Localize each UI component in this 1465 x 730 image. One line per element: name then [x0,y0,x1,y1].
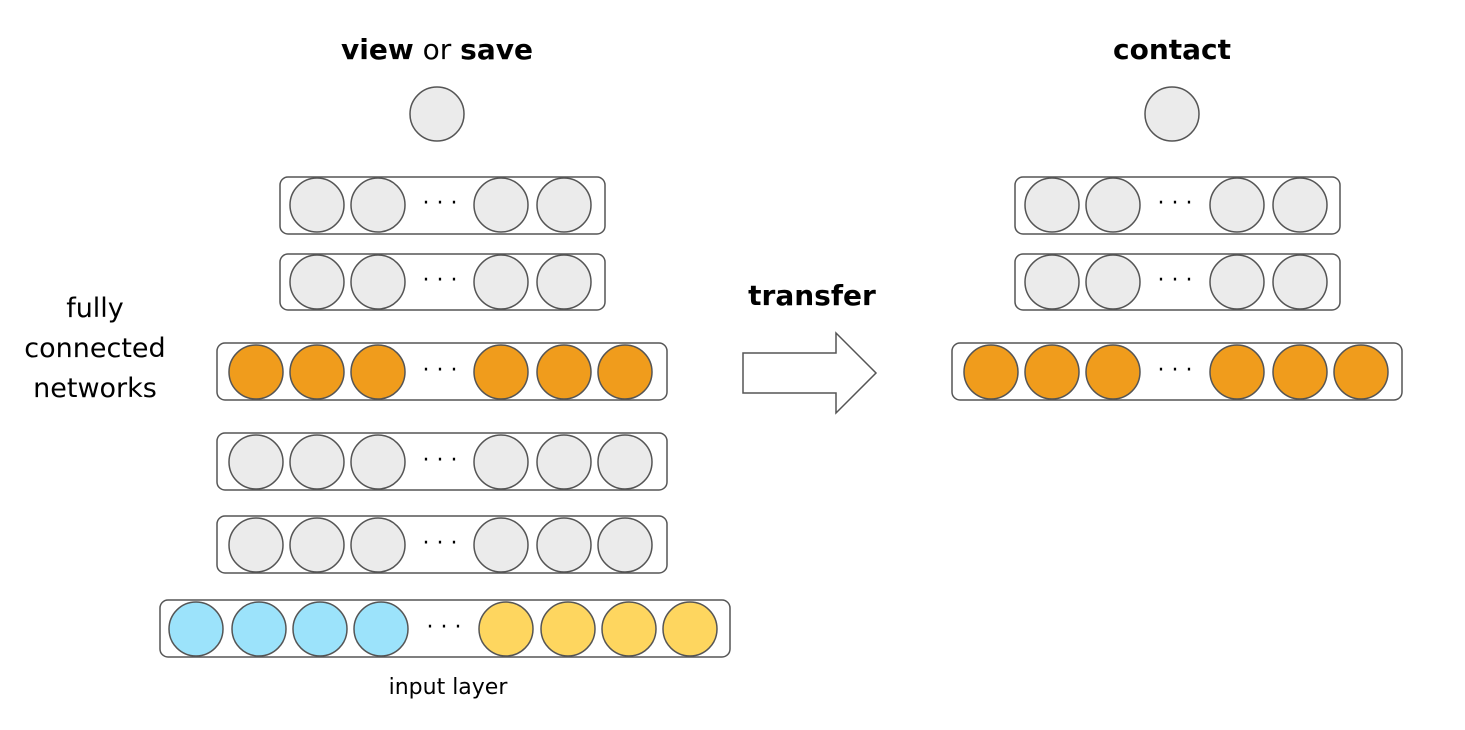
node [601,601,657,657]
side-label-line-3: networks [33,373,157,404]
node [473,434,529,490]
node [963,344,1019,400]
left-title-or: or [414,33,460,66]
right-title: contact [1113,33,1231,66]
ellipsis: · · · [423,531,458,556]
node [350,434,406,490]
node [540,601,596,657]
right-layer-hidden-1: · · · [1014,253,1341,311]
node [228,434,284,490]
node [1209,254,1265,310]
ellipsis: · · · [1158,268,1193,293]
left-network: view or save · · · · · · · · · [24,33,731,700]
node [536,177,592,233]
left-title-save: save [460,33,533,66]
right-arrow-icon [742,331,878,415]
node [1272,254,1328,310]
ellipsis: · · · [1158,191,1193,216]
node [289,517,345,573]
left-title: view or save [341,33,533,66]
node [228,344,284,400]
node [1333,344,1389,400]
ellipsis: · · · [1158,358,1193,383]
node [597,517,653,573]
left-output-node [409,86,465,142]
node [1085,177,1141,233]
node [350,177,406,233]
node [536,517,592,573]
node [597,434,653,490]
node [536,254,592,310]
side-label-line-2: connected [24,333,165,364]
left-layer-hidden-4: · · · [279,176,606,235]
right-layer-hidden-2: · · · [1014,176,1341,235]
left-layer-hidden-3: · · · [279,253,606,311]
left-layer-hidden-1: · · · [216,515,668,574]
node [478,601,534,657]
left-input-layer: · · · [159,599,731,658]
transfer-section: transfer [742,279,878,415]
right-network: contact · · · · · · · · · [951,33,1403,401]
node [1209,177,1265,233]
node [350,254,406,310]
node [1085,254,1141,310]
node [353,601,409,657]
node [473,177,529,233]
ellipsis: · · · [423,358,458,383]
left-layer-hidden-2: · · · [216,432,668,491]
left-title-view: view [341,33,414,66]
right-layer-transferred: · · · [951,342,1403,401]
ellipsis: · · · [423,448,458,473]
node [536,434,592,490]
node [473,517,529,573]
node [1272,177,1328,233]
node [1209,344,1265,400]
node [1024,177,1080,233]
node [228,517,284,573]
node [662,601,718,657]
node [289,434,345,490]
node [292,601,348,657]
node [1024,344,1080,400]
input-layer-label: input layer [389,675,509,700]
node [1085,344,1141,400]
node [1272,344,1328,400]
node [350,344,406,400]
node [289,177,345,233]
node [168,601,224,657]
node [289,344,345,400]
transfer-label: transfer [748,279,876,312]
node [473,254,529,310]
ellipsis: · · · [423,191,458,216]
ellipsis: · · · [423,268,458,293]
node [350,517,406,573]
node [1024,254,1080,310]
node [536,344,592,400]
node [473,344,529,400]
ellipsis: · · · [427,615,462,640]
side-label-line-1: fully [66,293,124,324]
left-layer-transferred: · · · [216,342,668,401]
node [289,254,345,310]
node [231,601,287,657]
node [597,344,653,400]
right-output-node [1144,86,1200,142]
